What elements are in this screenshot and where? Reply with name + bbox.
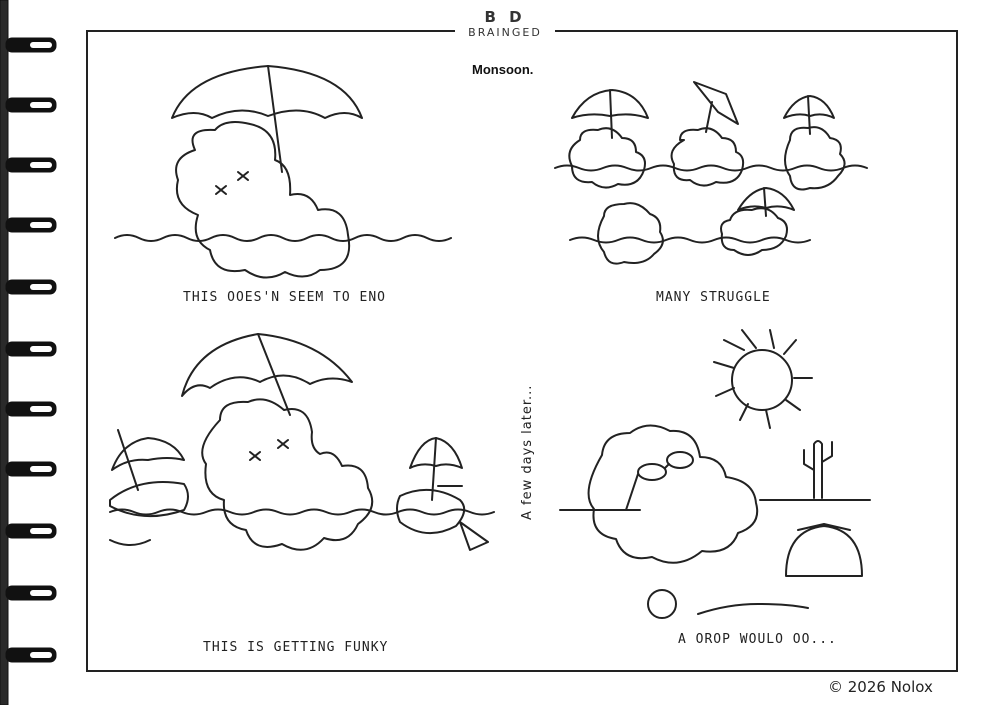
water-line <box>109 508 495 516</box>
cloud-character <box>670 127 745 187</box>
panel-2-drawing <box>554 81 868 265</box>
umbrella-icon <box>571 89 649 119</box>
water-line <box>569 236 811 244</box>
page-title: Monsoon. <box>472 62 534 77</box>
copyright-text: © 2026 Nolox <box>828 678 933 696</box>
umbrella-icon <box>111 437 185 471</box>
umbrella-icon <box>171 65 363 119</box>
umbrella-icon <box>783 95 835 119</box>
cactus-ball-icon <box>785 523 863 577</box>
brand-logo: B D BRAINGED <box>455 8 555 54</box>
cloud-character <box>568 127 646 189</box>
umbrella-icon <box>409 437 463 469</box>
panel-3-caption: THIS IS GETTING FUNKY <box>203 640 389 655</box>
sunglasses-icon <box>637 463 667 481</box>
tumbleweed-icon <box>647 589 677 619</box>
umbrella-icon <box>181 333 353 397</box>
panel-1-drawing <box>114 65 452 279</box>
panel-3-drawing <box>109 333 495 551</box>
fish-character <box>396 485 489 551</box>
broken-umbrella-icon <box>693 81 739 133</box>
ground-line <box>697 603 809 615</box>
water-line <box>554 164 868 172</box>
cactus-icon <box>803 440 833 499</box>
umbrella-icon <box>737 187 795 211</box>
fish-character <box>109 481 189 546</box>
panel-4-caption: A OROP WOULO OO... <box>678 632 837 647</box>
ground-line <box>559 499 871 511</box>
transition-text: A few days later... <box>520 384 535 520</box>
panel-2-caption: MANY STRUGGLE <box>656 290 771 305</box>
spiral-binding <box>0 0 57 705</box>
logo-letters: B D <box>484 8 526 26</box>
cloud-character <box>720 207 788 256</box>
panel-4-drawing <box>559 329 871 619</box>
sunglasses-cloud-character <box>587 424 759 564</box>
cloud-character <box>201 398 374 551</box>
cloud-character <box>784 126 846 191</box>
logo-word: BRAINGED <box>468 26 542 39</box>
cloud-character <box>175 121 351 279</box>
cloud-character <box>597 202 664 265</box>
sun-icon <box>731 349 793 411</box>
water-line <box>114 234 452 242</box>
panel-1-caption: THIS OOES'N SEEM TO ENO <box>183 290 387 305</box>
